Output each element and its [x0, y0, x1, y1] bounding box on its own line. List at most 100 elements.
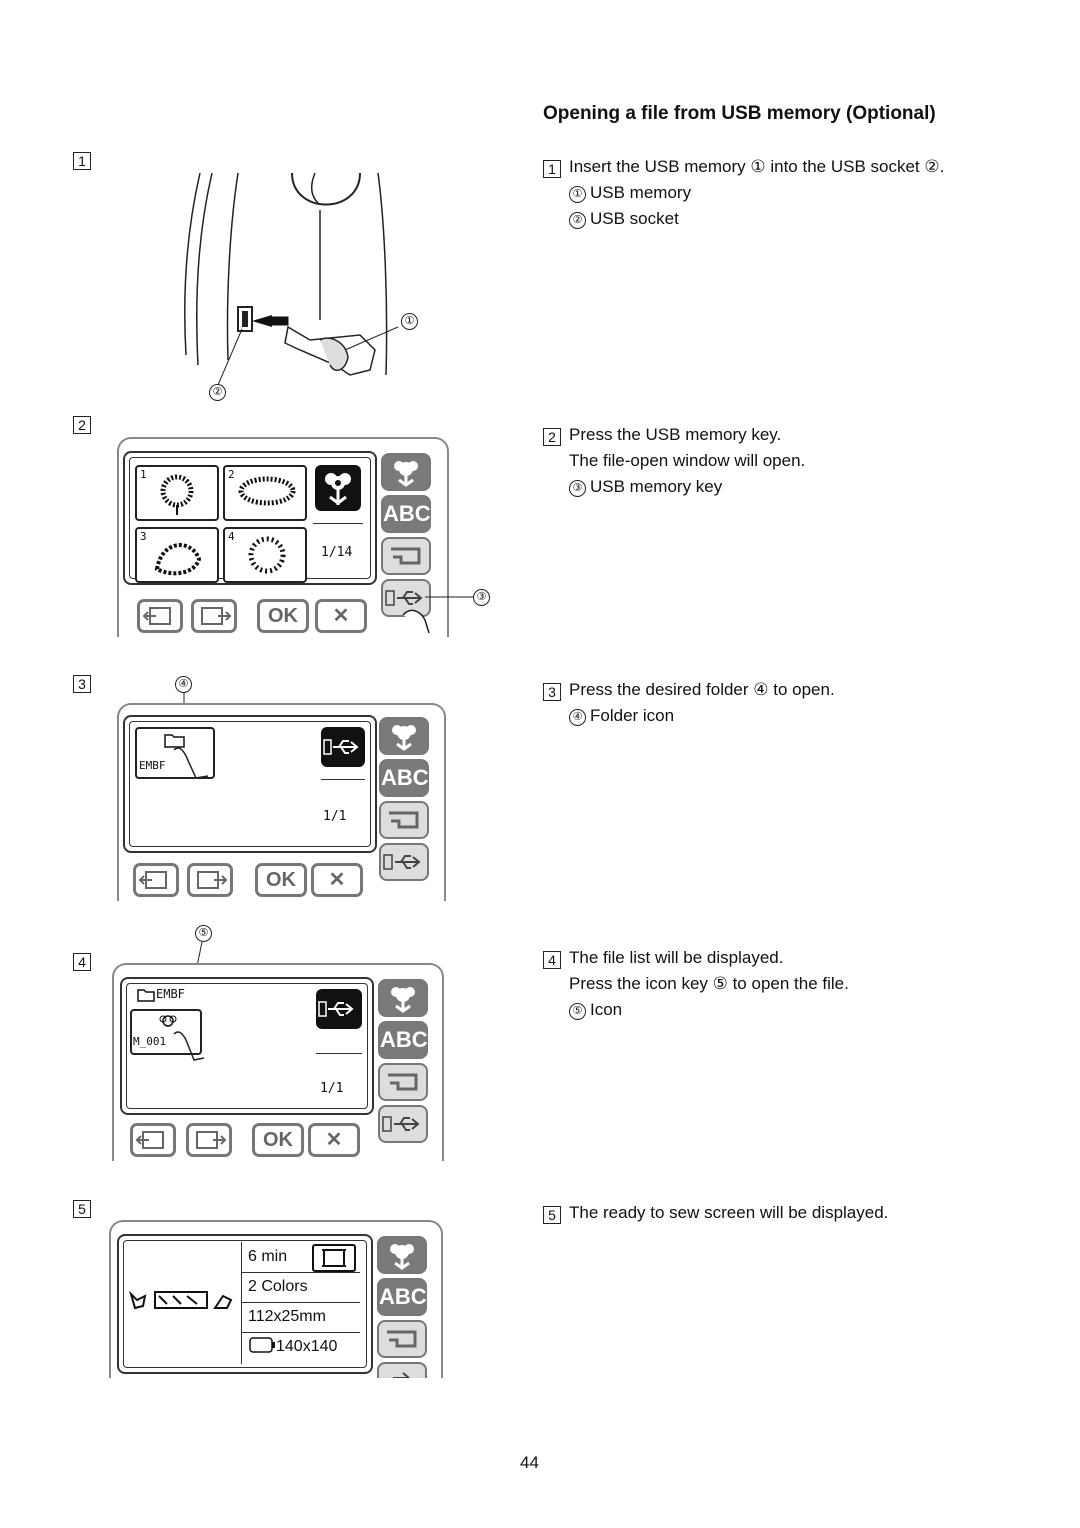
thumb-number: 2: [228, 468, 235, 481]
usb-icon: [383, 854, 421, 870]
step-1-text: 1 Insert the USB memory ① into the USB so…: [543, 154, 944, 232]
flower-category-key[interactable]: [315, 465, 361, 511]
ok-key[interactable]: OK: [252, 1123, 304, 1157]
ok-key[interactable]: OK: [255, 863, 307, 897]
control-panel-2: 1 2 3 4 1/14 ABC OK ✕: [117, 437, 449, 637]
next-page-key[interactable]: [187, 863, 233, 897]
wreath-icon: [248, 536, 286, 574]
flower-side-key[interactable]: [379, 717, 429, 755]
flower-icon: [325, 473, 351, 505]
step-2-line-2: USB memory key: [590, 477, 723, 496]
previous-page-key[interactable]: [130, 1123, 176, 1157]
step-5-box: 5: [543, 1206, 561, 1224]
abc-key[interactable]: ABC: [381, 495, 431, 533]
flower-side-key[interactable]: [381, 453, 431, 491]
usb-icon: [382, 1116, 420, 1132]
finger-pointer-illustration: [402, 596, 473, 634]
page-indicator: 1/1: [320, 1081, 344, 1096]
screen-2: 1 2 3 4 1/14: [123, 451, 377, 585]
screen-4: EMBF M_001 1/1: [120, 977, 374, 1115]
screen-3: EMBF 1/1: [123, 715, 377, 853]
usb-insertion-illustration: [184, 172, 399, 386]
design-thumb-3[interactable]: 3: [135, 527, 219, 583]
thread-spool-icon: [322, 1249, 346, 1267]
callout-5: ⑤: [195, 925, 212, 942]
page-title: Opening a file from USB memory (Optional…: [543, 103, 936, 124]
time-value: 6 min: [248, 1248, 288, 1265]
page-forward-icon: [201, 607, 232, 625]
folder-header: EMBF: [156, 987, 185, 1001]
sewing-machine-icon: [389, 811, 419, 829]
screen-5: 6 min 2 Colors 112x25mm 140x140: [117, 1234, 373, 1374]
hoop-icon: [249, 1337, 275, 1353]
abc-key[interactable]: ABC: [377, 1278, 427, 1316]
design-thumb-1[interactable]: 1: [135, 465, 219, 521]
flower-icon: [392, 725, 416, 751]
bird-floral-icon: [154, 543, 202, 576]
callout-2: ②: [209, 384, 226, 401]
thumb-number: 4: [228, 530, 235, 543]
sewing-machine-key[interactable]: [377, 1320, 427, 1358]
sewing-machine-icon: [388, 1073, 418, 1091]
design-thumb-4[interactable]: 4: [223, 527, 307, 583]
previous-page-key[interactable]: [137, 599, 183, 633]
abc-key[interactable]: ABC: [379, 759, 429, 797]
usb-memory-key[interactable]: [378, 1105, 428, 1143]
callout-1: ①: [401, 313, 418, 330]
usb-memory-key[interactable]: [377, 1362, 427, 1378]
abc-key[interactable]: ABC: [378, 1021, 428, 1059]
control-panel-5: 6 min 2 Colors 112x25mm 140x140 ABC: [109, 1220, 443, 1378]
page-number: 44: [520, 1453, 539, 1472]
step-4-marker-2: ⑤: [569, 1003, 586, 1020]
hoop-row: 140x140: [242, 1332, 360, 1362]
flower-icon: [394, 461, 418, 487]
sewing-machine-key[interactable]: [381, 537, 431, 575]
flower-icon: [390, 1244, 414, 1270]
step-2-line-0: Press the USB memory key.: [569, 425, 782, 444]
floral-spray-icon: [238, 476, 296, 506]
flower-icon: [391, 987, 415, 1013]
usb-active-key[interactable]: [321, 727, 365, 767]
sewing-machine-key[interactable]: [379, 801, 429, 839]
flower-pattern-icon: [160, 474, 194, 515]
usb-active-key[interactable]: [316, 989, 362, 1029]
sewing-machine-icon: [391, 547, 421, 565]
cancel-key[interactable]: ✕: [308, 1123, 360, 1157]
next-page-key[interactable]: [191, 599, 237, 633]
usb-icon: [393, 1372, 410, 1378]
file-label: M_001: [133, 1035, 167, 1048]
usb-memory-key[interactable]: [379, 843, 429, 881]
step-number-4: 4: [73, 953, 91, 971]
folder-key[interactable]: EMBF: [135, 727, 215, 779]
flower-side-key[interactable]: [378, 979, 428, 1017]
step-1-marker-2: ②: [569, 212, 586, 229]
cancel-key[interactable]: ✕: [311, 863, 363, 897]
step-5-line-0: The ready to sew screen will be displaye…: [569, 1203, 889, 1222]
folder-icon: [164, 734, 185, 748]
file-icon-key[interactable]: M_001: [130, 1009, 202, 1055]
step-1-line-1: USB memory: [590, 183, 692, 202]
cancel-key[interactable]: ✕: [315, 599, 367, 633]
step-4-line-2: Icon: [590, 1000, 623, 1019]
embroidery-preview-icon: [128, 1290, 233, 1310]
callout-3: ③: [473, 589, 490, 606]
usb-memory-key[interactable]: [381, 579, 431, 617]
thread-key[interactable]: [312, 1244, 356, 1272]
folder-label: EMBF: [139, 759, 166, 772]
step-1-box: 1: [543, 160, 561, 178]
next-page-key[interactable]: [186, 1123, 232, 1157]
step-2-marker-2: ③: [569, 480, 586, 497]
ok-key[interactable]: OK: [257, 599, 309, 633]
sewing-machine-key[interactable]: [378, 1063, 428, 1101]
step-4-box: 4: [543, 951, 561, 969]
flower-side-key[interactable]: [377, 1236, 427, 1274]
design-thumb-2[interactable]: 2: [223, 465, 307, 521]
folder-icon: [137, 989, 155, 1002]
step-number-5: 5: [73, 1200, 91, 1218]
step-1-line-0: Insert the USB memory ① into the USB soc…: [569, 157, 945, 176]
thumb-number: 3: [140, 530, 147, 543]
previous-page-key[interactable]: [133, 863, 179, 897]
info-table: 6 min 2 Colors 112x25mm 140x140: [241, 1242, 360, 1364]
page-forward-icon: [197, 871, 228, 889]
